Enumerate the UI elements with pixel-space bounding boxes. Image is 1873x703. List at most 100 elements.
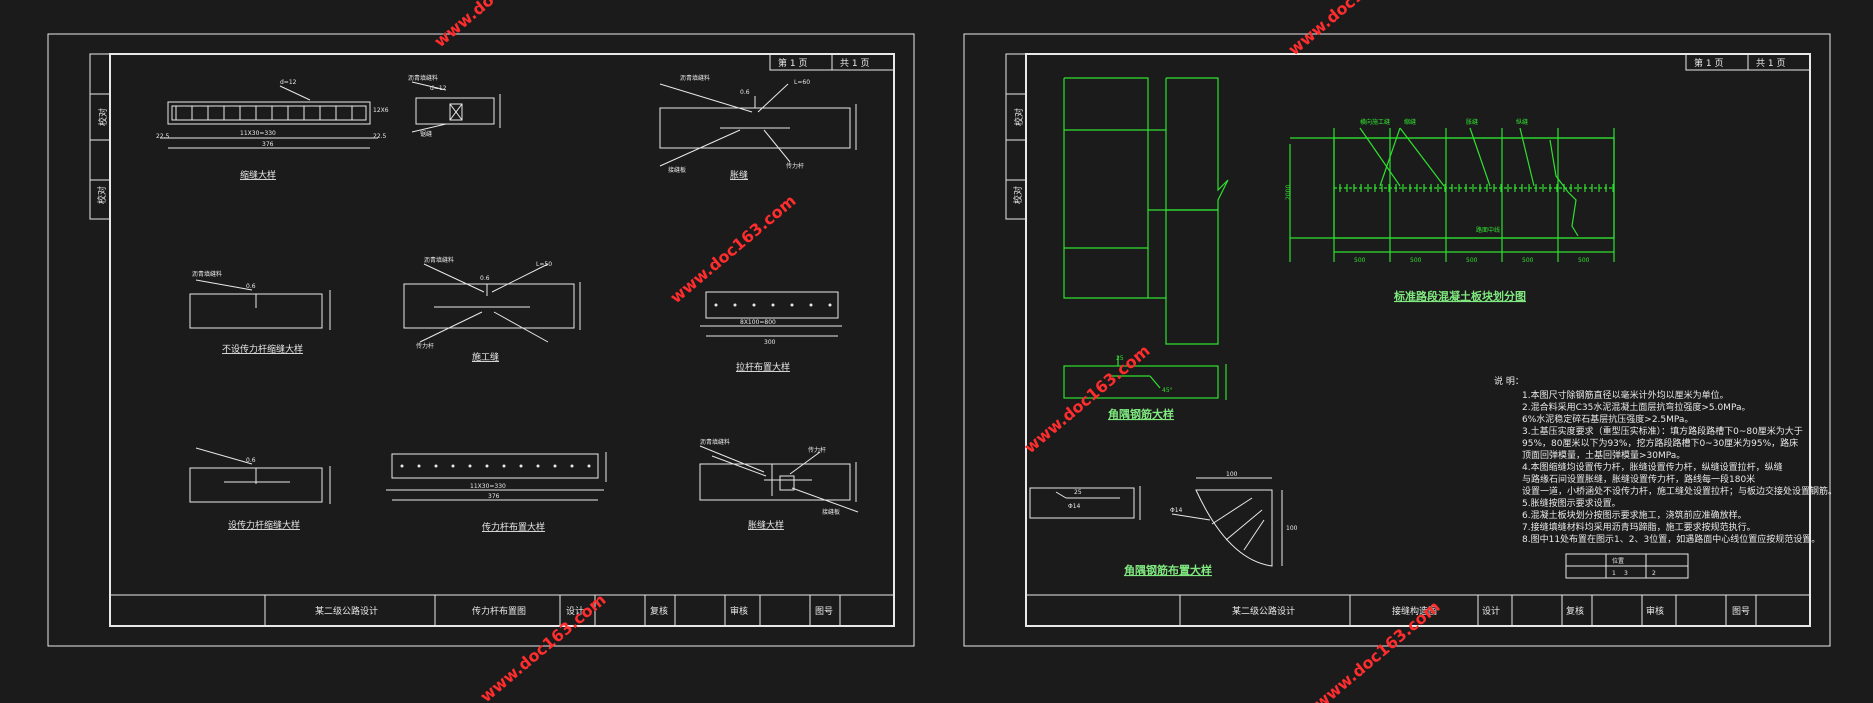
svg-text:沥青填缝料: 沥青填缝料 — [700, 438, 730, 446]
note-line: 顶面回弹模量，土基回弹模量>30MPa。 — [1522, 449, 1685, 461]
d7-span: 11X30=330 — [470, 483, 506, 490]
side-tag-2: 校对 — [96, 186, 108, 204]
side-tag-right: 校对 — [1013, 108, 1025, 126]
svg-text:传力杆: 传力杆 — [808, 446, 826, 454]
d1-span-dim: 11X30=330 — [240, 130, 276, 137]
d3-width: 0.6 — [246, 283, 256, 290]
label-centerline: 路面中线 — [1476, 226, 1500, 234]
dowel-dot — [468, 464, 472, 468]
d2-note1: 沥青填缝料 — [680, 74, 710, 82]
detail-contraction-joint: 11X30=330 376 22.5 22.5 12X6 d=12 缩缝大样 — [156, 79, 389, 181]
tie-bar-dot — [771, 303, 775, 307]
title-audit: 审核 — [730, 605, 748, 617]
svg-text:100: 100 — [1286, 525, 1298, 532]
page-number-2: 第 1 页 — [1694, 57, 1723, 69]
dowel-dot — [417, 464, 421, 468]
title-project: 某二级公路设计 — [315, 605, 378, 617]
note-line: 3.土基压实度要求（重型压实标准）：填方路段路槽下0~80厘米为大于 — [1522, 425, 1803, 437]
corner-rebar-layout: 100 100 Φ14 角隅钢筋布置大样 — [1124, 471, 1298, 577]
title-drawing: 传力杆布置图 — [472, 605, 526, 617]
label-expansion-joint: 胀缝 — [1466, 118, 1478, 126]
page-total: 共 1 页 — [840, 58, 869, 69]
sheet-right: 校对 校对 第 1 页 共 1 页 某二级公路设计 接缝构造图 设计 复核 审核… — [963, 33, 1837, 647]
sheet-inner-border — [109, 53, 895, 627]
svg-text:沥青填缝料: 沥青填缝料 — [408, 74, 438, 82]
note-line: 4.本图缩缝均设置传力杆，胀缝设置传力杆，纵缝设置拉杆，纵缝 — [1522, 461, 1783, 473]
legend-cell-3: 2 — [1652, 570, 1656, 577]
d3-caption: 不设传力杆缩缝大样 — [222, 343, 303, 355]
legend-cell-1: 位置 — [1612, 557, 1624, 565]
d4-caption: 施工缝 — [472, 351, 499, 363]
note-line: 5.胀缝按图示要求设置。 — [1522, 497, 1621, 509]
d1-right-dim: 22.5 — [373, 133, 387, 140]
tie-bar-dot — [790, 303, 794, 307]
d6-width: 0.6 — [246, 457, 256, 464]
note-line: 1.本图尺寸除钢筋直径以毫米计外均以厘米为单位。 — [1522, 389, 1729, 401]
label-shrink-joint: 缩缝 — [1404, 118, 1416, 126]
dim-b5: 500 — [1578, 257, 1590, 264]
tie-bar-dot — [752, 303, 756, 307]
title-drawing-no: 图号 — [815, 606, 833, 617]
detail-dowel-layout: 11X30=330 376 传力杆布置大样 — [386, 452, 607, 533]
title-block: 某二级公路设计 传力杆布置图 设计 复核 审核 图号 — [110, 594, 894, 626]
page-total-2: 共 1 页 — [1756, 58, 1785, 69]
d5-span: 8X100=800 — [740, 319, 776, 326]
dowel-dot — [587, 464, 591, 468]
svg-text:25: 25 — [1074, 489, 1082, 496]
label-transverse-joint: 横向施工缝 — [1360, 118, 1390, 126]
dim-side: 2000 — [1285, 185, 1292, 200]
notes: 说 明： 1.本图尺寸除钢筋直径以毫米计外均以厘米为单位。2.混合料采用C35水… — [1494, 375, 1837, 579]
side-strip — [89, 53, 111, 220]
detail-tie-bar: 8X100=800 300 拉杆布置大样 — [700, 291, 842, 373]
tie-bar-dot — [828, 303, 832, 307]
d4-note2: 传力杆 — [416, 342, 434, 350]
title-review-2: 复核 — [1566, 605, 1584, 617]
sheet-outer-border-2 — [963, 33, 1831, 647]
slab-division-plan: 横向施工缝 缩缝 胀缝 纵缝 路面中线 500 500 500 500 500 … — [1285, 118, 1615, 303]
caption-corner-layout: 角隅钢筋布置大样 — [1124, 563, 1212, 577]
d5-total: 300 — [764, 339, 776, 346]
detail-no-dowel-joint: 0.6 沥青填缝料 不设传力杆缩缝大样 — [189, 270, 331, 355]
note-line: 与路缘石间设置胀缝，胀缝设置传力杆，路线每一段180米 — [1522, 473, 1755, 485]
watermark-2: www.doc163.com — [666, 191, 799, 307]
label-longitudinal-joint: 纵缝 — [1516, 118, 1528, 126]
side-tag-right-2: 校对 — [1012, 186, 1024, 204]
dim-b2: 500 — [1410, 257, 1422, 264]
note-line: 6.混凝土板块划分按图示要求施工，浇筑前应准确放样。 — [1522, 509, 1747, 521]
d2-top-dim: L=60 — [794, 79, 810, 86]
d7-total: 376 — [488, 493, 500, 500]
dowel-dot — [536, 464, 540, 468]
title-project-2: 某二级公路设计 — [1232, 605, 1295, 617]
dowel-dot — [434, 464, 438, 468]
watermark-1: www.doc163.com — [430, 0, 563, 51]
d1-h-dim: 12X6 — [373, 107, 389, 114]
note-line: 7.接缝填缝材料均采用沥青玛蹄脂，施工要求按规范执行。 — [1522, 521, 1756, 533]
tie-bar-dot — [809, 303, 813, 307]
dim-b1: 500 — [1354, 257, 1366, 264]
svg-text:沥青填缝料: 沥青填缝料 — [192, 270, 222, 278]
d6-caption: 设传力杆缩缝大样 — [228, 519, 300, 531]
dowel-dot — [451, 464, 455, 468]
d2-width: 0.6 — [740, 89, 750, 96]
tie-bar-dot — [714, 303, 718, 307]
svg-text:Φ14: Φ14 — [1068, 503, 1081, 510]
watermark-6: www.doc163.com — [1310, 597, 1443, 703]
title-design-2: 设计 — [1482, 605, 1500, 617]
svg-text:45°: 45° — [1162, 387, 1173, 394]
svg-text:25: 25 — [1116, 355, 1124, 362]
d7-caption: 传力杆布置大样 — [482, 521, 545, 533]
detail-construction-joint: 0.6 L=50 沥青填缝料 传力杆 施工缝 — [403, 256, 581, 363]
legend-table: 位置 1 2 3 — [1565, 553, 1689, 579]
d2-note3: 传力杆 — [786, 162, 804, 170]
sheet-left: 校对 校对 第 1 页 共 1 页 某二级公路设计 传力杆布置图 设计 复核 审… — [47, 33, 915, 647]
detail-expansion-detail: 沥青填缝料 传力杆 接缝板 胀缝大样 — [699, 438, 859, 531]
title-drawing-no-2: 图号 — [1732, 606, 1750, 617]
title-review: 复核 — [650, 605, 668, 617]
d2-caption: 胀缝 — [730, 169, 748, 181]
dowel-dot — [485, 464, 489, 468]
detail-small-section: 沥青填缝料 d=12 锯缝 — [408, 74, 501, 138]
legend-cell-2: 1 — [1612, 570, 1616, 577]
side-tag: 校对 — [97, 108, 109, 126]
sheet-inner-border-2 — [1025, 53, 1811, 627]
title-design: 设计 — [566, 605, 584, 617]
